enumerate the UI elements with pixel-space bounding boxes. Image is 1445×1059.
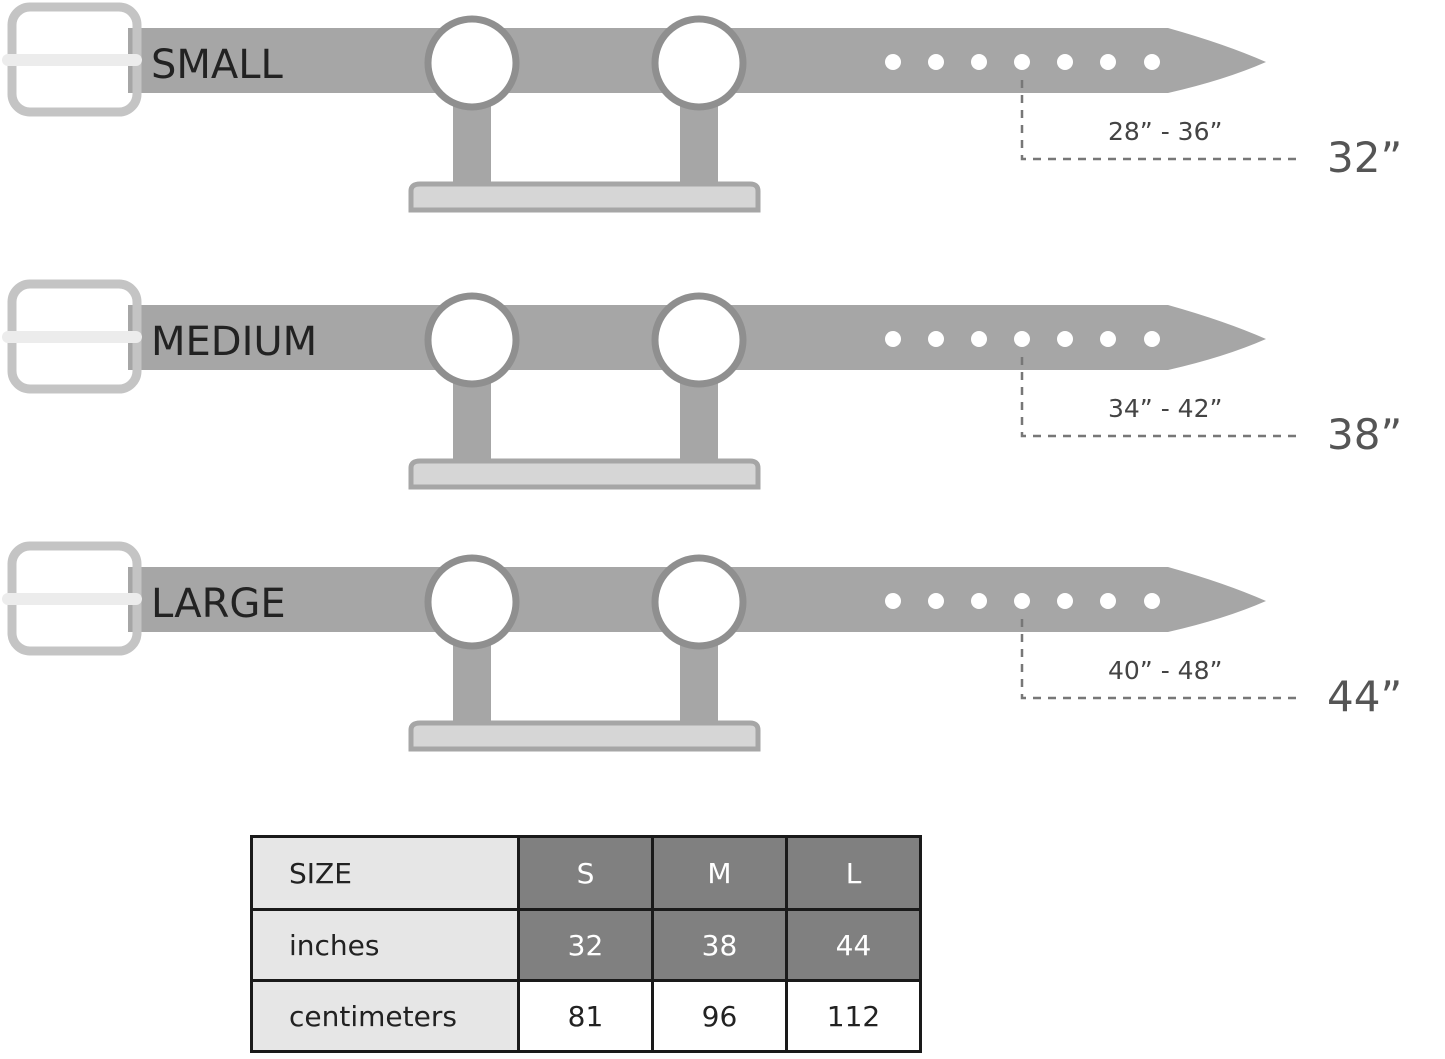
- table-cell: 112: [785, 979, 922, 1053]
- range-label: 34” - 42”: [1108, 394, 1222, 423]
- belt-hole: [1100, 54, 1116, 70]
- belt-small: SMALL 28” - 36” 32”: [2, 2, 1402, 213]
- belt-holes: [885, 331, 1160, 347]
- belt-medium: MEDIUM 34” - 42” 38”: [2, 279, 1402, 490]
- table-cell: 44: [785, 908, 922, 982]
- belt-hole: [1057, 593, 1073, 609]
- strap-ring-left: [424, 554, 520, 650]
- size-table: SIZE S M L inches 32 38 44 centimeters 8…: [250, 835, 922, 1053]
- stand-base: [408, 720, 761, 752]
- stand-base: [408, 458, 761, 490]
- belt-hole: [928, 593, 944, 609]
- belt-holes: [885, 593, 1160, 609]
- buckle-prong: [2, 54, 142, 66]
- belt-large: LARGE 40” - 48” 44”: [2, 541, 1402, 752]
- belt-hole: [885, 331, 901, 347]
- belt-diagram: SMALL 28” - 36” 32” MEDIUM 34” - 42” 38”: [2, 2, 1402, 752]
- table-header-label: SIZE: [250, 835, 520, 911]
- table-row-label: inches: [250, 908, 520, 982]
- belt-hole: [1057, 331, 1073, 347]
- size-label: 38”: [1327, 410, 1402, 459]
- belt-hole: [1014, 54, 1030, 70]
- table-cell: 38: [651, 908, 788, 982]
- table-cell: 96: [651, 979, 788, 1053]
- belt-hole: [1100, 593, 1116, 609]
- table-row-label: centimeters: [250, 979, 520, 1053]
- belt-hole: [928, 54, 944, 70]
- table-cell: 81: [517, 979, 654, 1053]
- range-label: 40” - 48”: [1108, 656, 1222, 685]
- strap-ring-left: [424, 292, 520, 388]
- dimension-line: [1020, 80, 1302, 161]
- belt-hole: [1057, 54, 1073, 70]
- table-header-cell: M: [651, 835, 788, 911]
- table-header-cell: S: [517, 835, 654, 911]
- belt-hole: [1100, 331, 1116, 347]
- belt-hole: [1014, 331, 1030, 347]
- table-header-cell: L: [785, 835, 922, 911]
- belt-hole: [971, 331, 987, 347]
- belt-hole: [971, 54, 987, 70]
- dimension-line: [1020, 619, 1302, 700]
- belt-hole: [971, 593, 987, 609]
- belt-label: MEDIUM: [151, 319, 317, 365]
- belt-holes: [885, 54, 1160, 70]
- belt-hole: [1144, 54, 1160, 70]
- strap-ring-right: [651, 292, 747, 388]
- buckle-prong: [2, 593, 142, 605]
- belt-label: SMALL: [151, 42, 284, 88]
- table-row: inches 32 38 44: [250, 908, 922, 982]
- strap-ring-left: [424, 15, 520, 111]
- range-label: 28” - 36”: [1108, 117, 1222, 146]
- belt-hole: [928, 331, 944, 347]
- dimension-line: [1020, 357, 1302, 438]
- table-row: centimeters 81 96 112: [250, 979, 922, 1053]
- belt-hole: [885, 54, 901, 70]
- belt-hole: [885, 593, 901, 609]
- strap-ring-right: [651, 15, 747, 111]
- belt-hole: [1014, 593, 1030, 609]
- belt-label: LARGE: [151, 581, 286, 627]
- size-label: 44”: [1327, 672, 1402, 721]
- stand-base: [408, 181, 761, 213]
- belt-hole: [1144, 331, 1160, 347]
- buckle-prong: [2, 331, 142, 343]
- belt-hole: [1144, 593, 1160, 609]
- table-header-row: SIZE S M L: [250, 835, 922, 911]
- strap-ring-right: [651, 554, 747, 650]
- table-cell: 32: [517, 908, 654, 982]
- size-label: 32”: [1327, 133, 1402, 182]
